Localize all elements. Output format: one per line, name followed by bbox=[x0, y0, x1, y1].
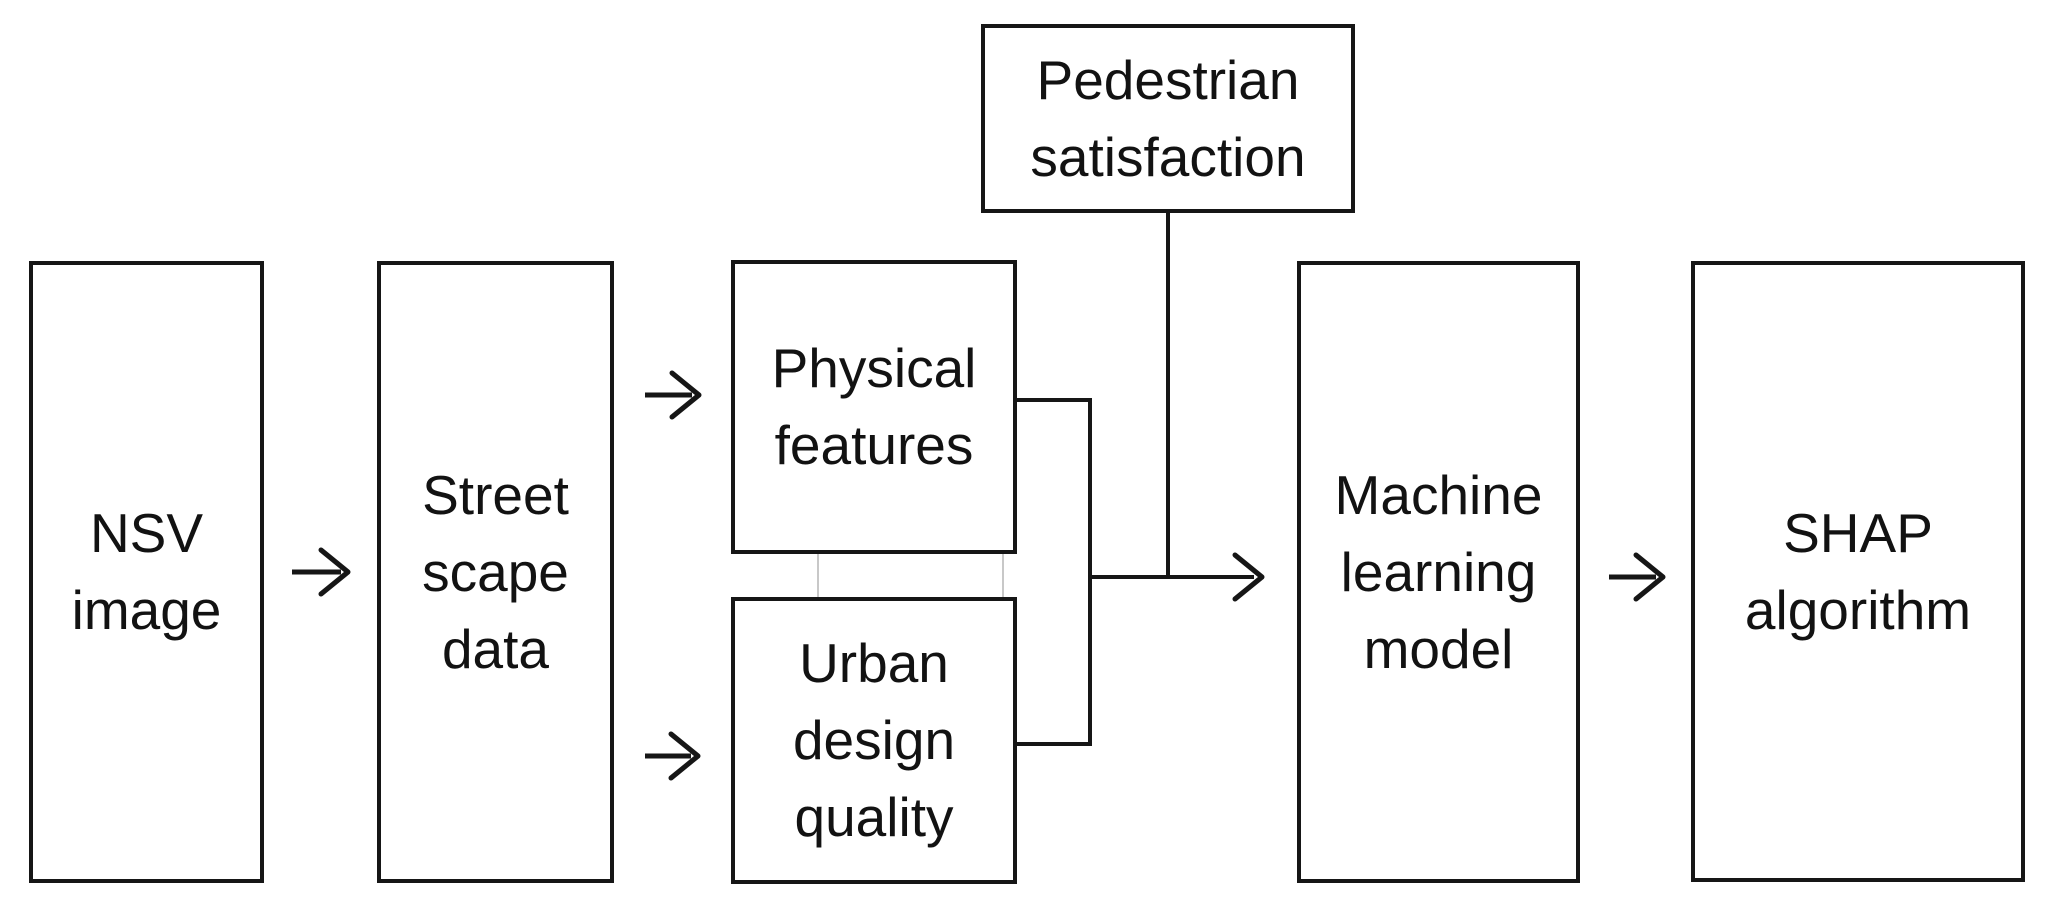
node-shap-algorithm-label: SHAP algorithm bbox=[1744, 501, 1972, 641]
node-nsv-image-label: NSV image bbox=[71, 502, 222, 641]
node-machine-learning-model-label: Machine learning model bbox=[1334, 463, 1543, 680]
node-streetscape-data: Street scape data bbox=[377, 261, 614, 883]
node-urban-design-quality: Urban design quality bbox=[731, 597, 1017, 884]
merge-bracket-connector bbox=[1015, 398, 1092, 746]
node-streetscape-data-label: Street scape data bbox=[422, 463, 569, 680]
arrow-icon-streetscape-to-urban bbox=[645, 731, 701, 781]
arrow-icon-merged-to-ml bbox=[1090, 552, 1265, 602]
node-pedestrian-satisfaction: Pedestrian satisfaction bbox=[981, 24, 1355, 213]
arrow-icon-ml-to-shap bbox=[1609, 552, 1666, 602]
arrow-icon-nsv-to-streetscape bbox=[292, 547, 351, 597]
node-shap-algorithm: SHAP algorithm bbox=[1691, 261, 2025, 882]
node-pedestrian-satisfaction-label: Pedestrian satisfaction bbox=[1030, 48, 1306, 188]
node-urban-design-quality-label: Urban design quality bbox=[792, 632, 956, 848]
node-nsv-image: NSV image bbox=[29, 261, 264, 883]
node-physical-features: Physical features bbox=[731, 260, 1017, 554]
arrow-icon-streetscape-to-physical bbox=[645, 370, 702, 420]
node-physical-features-label: Physical features bbox=[771, 337, 977, 476]
node-machine-learning-model: Machine learning model bbox=[1297, 261, 1580, 883]
